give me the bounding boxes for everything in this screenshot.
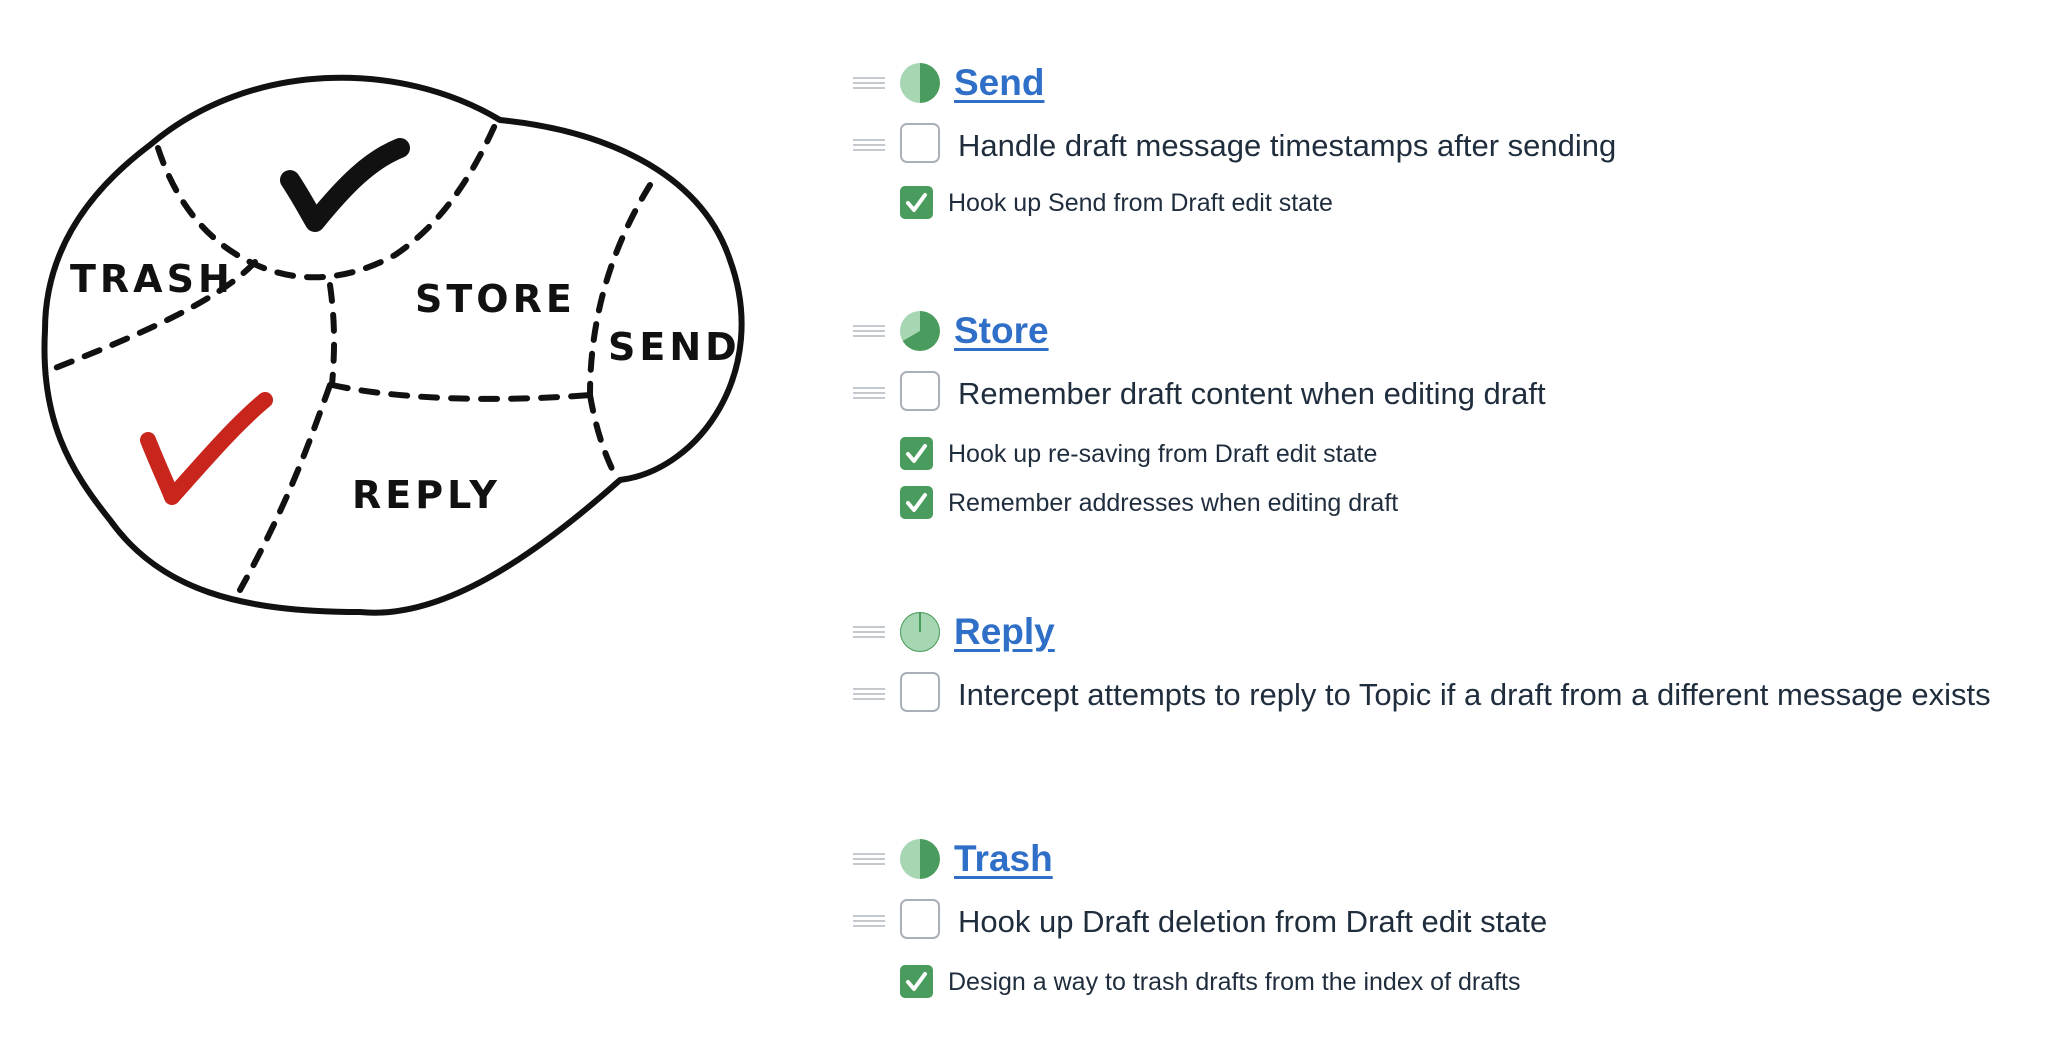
todo-checkbox[interactable] xyxy=(900,672,940,712)
group-title-link[interactable]: Trash xyxy=(954,838,1053,879)
drag-handle-icon[interactable] xyxy=(853,853,885,865)
checkmark-icon xyxy=(906,972,927,991)
progress-pie-icon xyxy=(900,311,940,351)
region-label-send: SEND xyxy=(608,325,741,369)
checked-checkbox[interactable] xyxy=(900,486,933,519)
group-title-link[interactable]: Send xyxy=(954,62,1045,103)
todo-checkbox[interactable] xyxy=(900,899,940,939)
hill-sketch: TRASH STORE SEND REPLY xyxy=(41,74,745,616)
todo-checkbox[interactable] xyxy=(900,371,940,411)
drag-handle-icon[interactable] xyxy=(853,688,885,700)
group-title-link[interactable]: Reply xyxy=(954,611,1055,652)
region-label-trash: TRASH xyxy=(70,257,234,301)
todo-list: Send Handle draft message timestamps aft… xyxy=(850,0,2010,1043)
completed-todo-text: Hook up re-saving from Draft edit state xyxy=(948,440,1378,468)
checkmark-icon xyxy=(906,444,927,463)
group-title-link[interactable]: Store xyxy=(954,310,1049,351)
progress-pie-icon xyxy=(900,63,940,103)
drag-handle-icon[interactable] xyxy=(853,139,885,151)
blob-outline xyxy=(41,74,745,616)
region-dividers xyxy=(42,122,653,593)
progress-pie-icon xyxy=(900,612,940,652)
checked-checkbox[interactable] xyxy=(900,186,933,219)
todo-text: Intercept attempts to reply to Topic if … xyxy=(958,677,1991,712)
drag-handle-icon[interactable] xyxy=(853,626,885,638)
region-label-reply: REPLY xyxy=(352,473,501,517)
checked-checkbox[interactable] xyxy=(900,437,933,470)
drag-handle-icon[interactable] xyxy=(853,325,885,337)
todo-text: Hook up Draft deletion from Draft edit s… xyxy=(958,904,1548,939)
checkmark-icon xyxy=(906,493,927,512)
region-label-store: STORE xyxy=(415,277,576,321)
drag-handle-icon[interactable] xyxy=(853,915,885,927)
completed-todo-text: Hook up Send from Draft edit state xyxy=(948,189,1333,217)
drag-handle-icon[interactable] xyxy=(853,77,885,89)
pie-start-tick xyxy=(919,612,921,632)
red-checkmark-icon xyxy=(140,392,273,505)
completed-todo-text: Remember addresses when editing draft xyxy=(948,489,1399,517)
checkmark-icon xyxy=(906,193,927,212)
drag-handle-icon[interactable] xyxy=(853,387,885,399)
todo-text: Remember draft content when editing draf… xyxy=(958,376,1546,411)
completed-todo-text: Design a way to trash drafts from the in… xyxy=(948,968,1521,996)
todo-text: Handle draft message timestamps after se… xyxy=(958,128,1617,163)
todo-checkbox[interactable] xyxy=(900,123,940,163)
black-checkmark-icon xyxy=(280,138,410,232)
checked-checkbox[interactable] xyxy=(900,965,933,998)
progress-pie-icon xyxy=(900,839,940,879)
